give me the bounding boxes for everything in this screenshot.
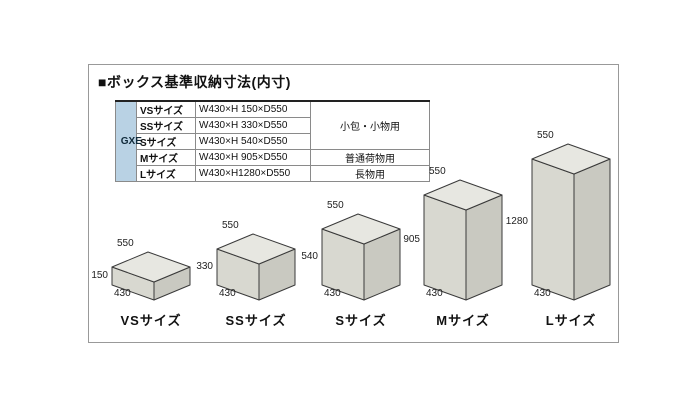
- dims-cell: W430×H 150×D550: [195, 100, 311, 118]
- width-label: 430: [219, 288, 236, 299]
- box-top-face: [531, 143, 611, 175]
- usage-cell: 長物用: [310, 165, 430, 182]
- usage-cell: 普通荷物用: [310, 149, 430, 166]
- box-l: [531, 143, 611, 301]
- height-label: 1280: [505, 216, 528, 227]
- table-row: Lサイズ W430×H1280×D550 長物用: [116, 165, 430, 182]
- table-row: Sサイズ W430×H 540×D550: [116, 133, 430, 150]
- box-top-face: [216, 233, 296, 265]
- box-left-face: [423, 194, 467, 301]
- box-m: [423, 179, 503, 301]
- dims-cell: W430×H 540×D550: [195, 133, 311, 150]
- size-cell: Lサイズ: [136, 165, 196, 182]
- depth-label: 550: [117, 238, 134, 249]
- box-name: Sサイズ: [335, 313, 387, 328]
- dims-cell: W430×H 330×D550: [195, 117, 311, 134]
- box-name: VSサイズ: [120, 313, 182, 328]
- outer-frame: [88, 64, 619, 343]
- box-right-face: [573, 158, 611, 301]
- dims-cell: W430×H1280×D550: [195, 165, 311, 182]
- box-ss: [216, 233, 296, 301]
- height-label: 540: [301, 251, 318, 262]
- depth-label: 550: [222, 220, 239, 231]
- size-cell: Mサイズ: [136, 149, 196, 166]
- height-label: 330: [196, 261, 213, 272]
- table-row: GXE VSサイズ W430×H 150×D550 小包・小物用: [115, 100, 430, 182]
- box-name: Mサイズ: [436, 313, 490, 328]
- width-label: 430: [114, 288, 131, 299]
- box-name: Lサイズ: [545, 313, 597, 328]
- box-right-face: [465, 194, 503, 301]
- model-label: GXE: [120, 135, 142, 147]
- usage-cell: 小包・小物用: [310, 100, 430, 150]
- box-name: SSサイズ: [225, 313, 287, 328]
- spec-table: GXE VSサイズ W430×H 150×D550 小包・小物用 SSサイズ W…: [115, 100, 430, 182]
- box-top-face: [111, 251, 191, 283]
- depth-label: 550: [327, 200, 344, 211]
- dims-cell: W430×H 905×D550: [195, 149, 311, 166]
- table-row: Mサイズ W430×H 905×D550 普通荷物用: [116, 149, 430, 166]
- page-title: ■ボックス基準収納寸法(内寸): [98, 74, 291, 90]
- box-left-face: [531, 158, 575, 301]
- size-cell: Sサイズ: [136, 133, 196, 150]
- width-label: 430: [534, 288, 551, 299]
- height-label: 150: [91, 270, 108, 281]
- depth-label: 550: [537, 130, 554, 141]
- box-top-face: [423, 179, 503, 211]
- width-label: 430: [426, 288, 443, 299]
- width-label: 430: [324, 288, 341, 299]
- size-cell: SSサイズ: [136, 117, 196, 134]
- box-vs: [111, 251, 191, 301]
- size-cell: VSサイズ: [136, 100, 196, 118]
- depth-label: 550: [429, 166, 446, 177]
- box-s: [321, 213, 401, 301]
- model-cell: GXE: [115, 100, 142, 182]
- box-top-face: [321, 213, 401, 245]
- height-label: 905: [403, 234, 420, 245]
